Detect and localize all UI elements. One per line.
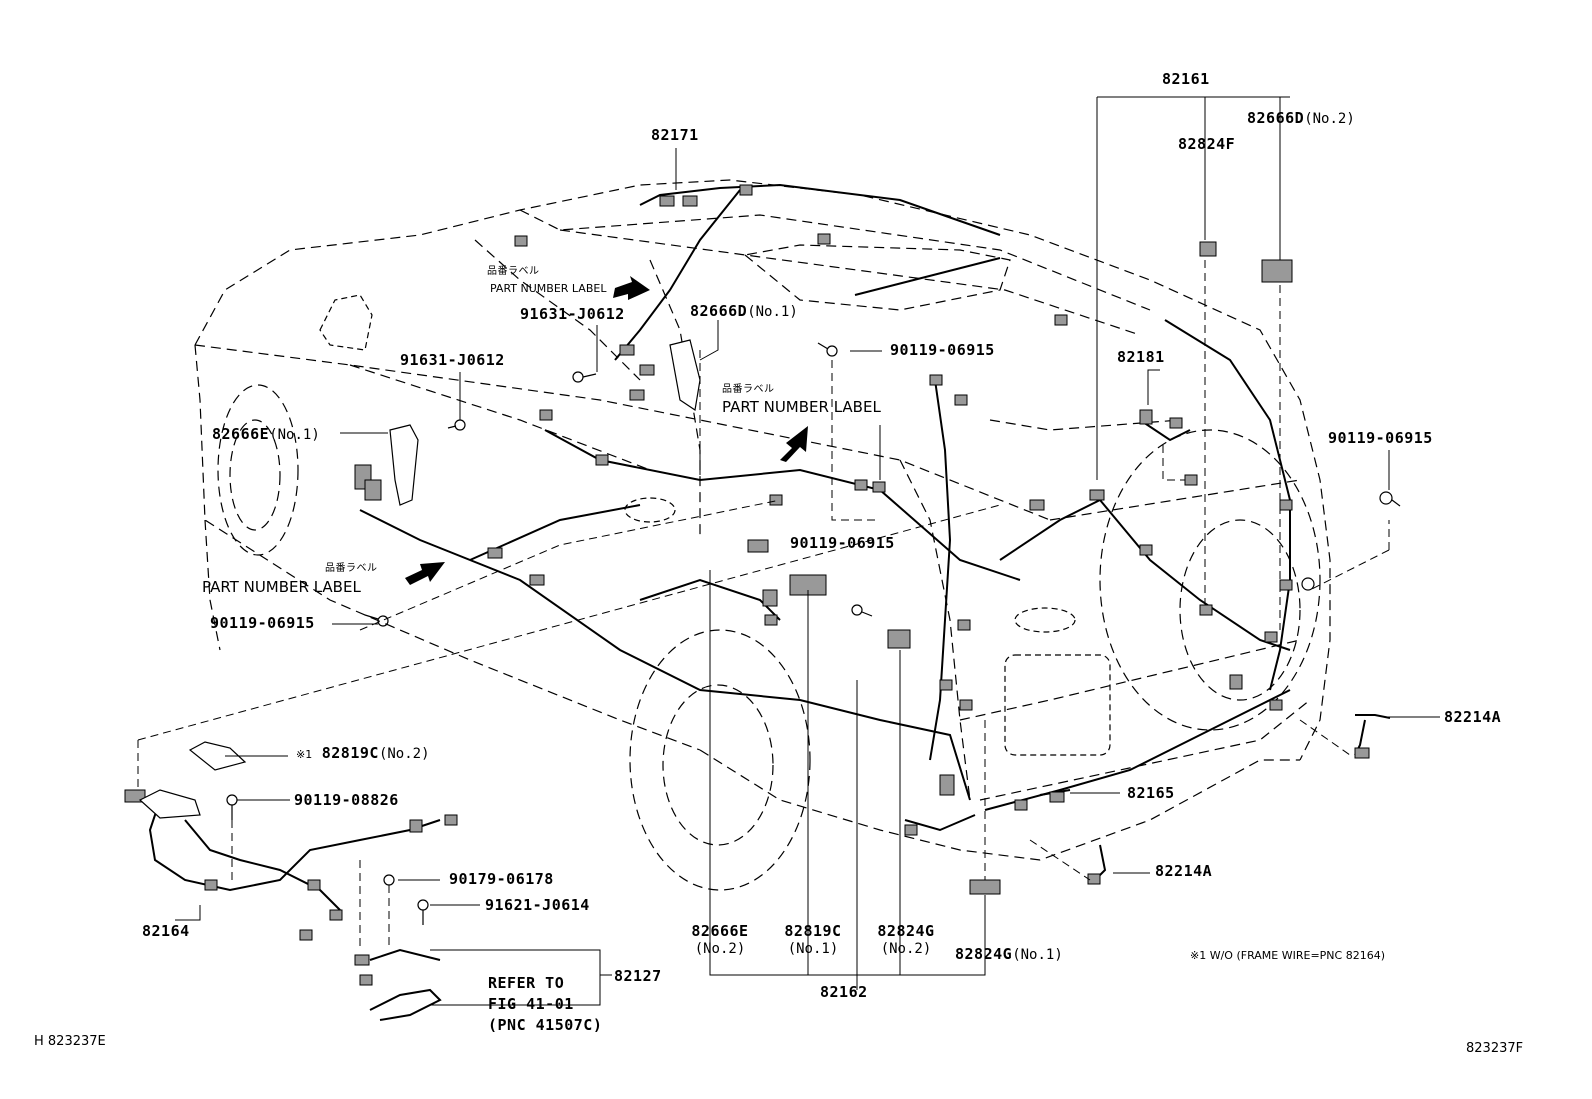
label-90179-06178: 90179-06178 (449, 870, 554, 888)
label-part-number-label-3: PART NUMBER LABEL (202, 578, 361, 596)
label-82824G-no1-suffix: (No.1) (1012, 947, 1063, 963)
bracket-82666D-no1 (669, 339, 701, 412)
label-82666D-no1-part: 82666D (690, 302, 748, 320)
label-82666D-no1-suffix: (No.1) (747, 304, 798, 320)
label-arrows (405, 276, 808, 585)
refer-line-1: REFER TO (488, 974, 565, 992)
label-82824G-no1-part: 82824G (955, 945, 1013, 963)
label-91631-J0612-lower: 91631-J0612 (400, 351, 505, 369)
label-82819C-no2-suffix: (No.2) (378, 746, 430, 762)
bracket-82819C-floor (138, 789, 201, 819)
label-82824F: 82824F (1178, 135, 1236, 153)
figure-code-left: H 823237E (34, 1034, 106, 1049)
label-note-mark: ※1 (296, 748, 313, 761)
label-82666D-no2-suffix: (No.2) (1304, 111, 1355, 127)
label-82666E-no1-part: 82666E (212, 425, 270, 443)
label-82819C-no1: 82819C(No.1) (773, 922, 853, 958)
label-82214A-lower: 82214A (1155, 862, 1213, 880)
label-jp-part-number-3: 品番ラベル (325, 563, 378, 574)
label-91621-J0614: 91621-J0614 (485, 896, 590, 914)
dashed-leaders (137, 260, 1390, 950)
label-91631-J0612-upper: 91631-J0612 (520, 305, 625, 323)
footnote: ※1 W/O (FRAME WIRE=PNC 82164) (1190, 949, 1385, 962)
label-82824G-no2: 82824G(No.2) (866, 922, 946, 958)
label-82819C-no1-part: 82819C (784, 922, 842, 940)
label-jp-part-number-1: 品番ラベル (487, 266, 540, 277)
label-90119-06915-side: 90119-06915 (210, 614, 315, 632)
label-82666D-no2: 82666D(No.2) (1247, 109, 1355, 128)
spare-tire (1099, 429, 1321, 731)
refer-line-2: FIG 41-01 (488, 995, 574, 1013)
label-82819C-no2-part: 82819C (321, 744, 379, 762)
label-82164: 82164 (142, 922, 190, 940)
bracket-82666E-no1 (389, 424, 419, 506)
label-82666E-no2-part: 82666E (691, 922, 749, 940)
label-82165: 82165 (1127, 784, 1175, 802)
label-82127: 82127 (614, 967, 662, 985)
license-plate-area (1004, 654, 1111, 756)
label-82666D-no1: 82666D(No.1) (690, 302, 798, 321)
label-jp-part-number-2: 品番ラベル (722, 384, 775, 395)
label-82666E-no1: 82666E(No.1) (212, 425, 320, 444)
label-82824G-no2-suffix: (No.2) (880, 941, 932, 957)
label-90119-06915-center: 90119-06915 (790, 534, 895, 552)
rear-wheel (629, 629, 811, 891)
label-82162: 82162 (820, 983, 868, 1001)
label-90119-06915-roof: 90119-06915 (890, 341, 995, 359)
connectors (124, 184, 1370, 986)
label-82824G-no1: 82824G(No.1) (955, 945, 1063, 964)
vehicle-body-outline (194, 179, 1331, 861)
label-82161: 82161 (1162, 70, 1210, 88)
label-part-number-label-2: PART NUMBER LABEL (722, 398, 881, 416)
fuel-lid (624, 497, 676, 523)
front-wheel (217, 384, 299, 556)
label-82214A-upper: 82214A (1444, 708, 1502, 726)
label-82666E-no2-suffix: (No.2) (694, 941, 746, 957)
label-part-number-label-1: PART NUMBER LABEL (490, 282, 607, 295)
bracket-82819C-no2 (188, 741, 247, 771)
refer-line-3: (PNC 41507C) (488, 1016, 603, 1034)
label-82666E-no1-suffix: (No.1) (269, 427, 320, 443)
label-82181: 82181 (1117, 348, 1165, 366)
side-mirror (319, 294, 373, 351)
label-82824G-no2-part: 82824G (877, 922, 935, 940)
label-90119-08826: 90119-08826 (294, 791, 399, 809)
rear-handle (1014, 607, 1076, 633)
label-82171: 82171 (651, 126, 699, 144)
label-82666E-no2: 82666E(No.2) (680, 922, 760, 958)
leader-lines (175, 96, 1440, 1006)
label-82666D-no2-part: 82666D (1247, 109, 1305, 127)
label-82819C-no1-suffix: (No.1) (787, 941, 839, 957)
label-90119-06915-rear: 90119-06915 (1328, 429, 1433, 447)
figure-code-right: 823237F (1466, 1041, 1524, 1056)
label-82819C-no2: ※1 82819C(No.2) (296, 744, 430, 764)
